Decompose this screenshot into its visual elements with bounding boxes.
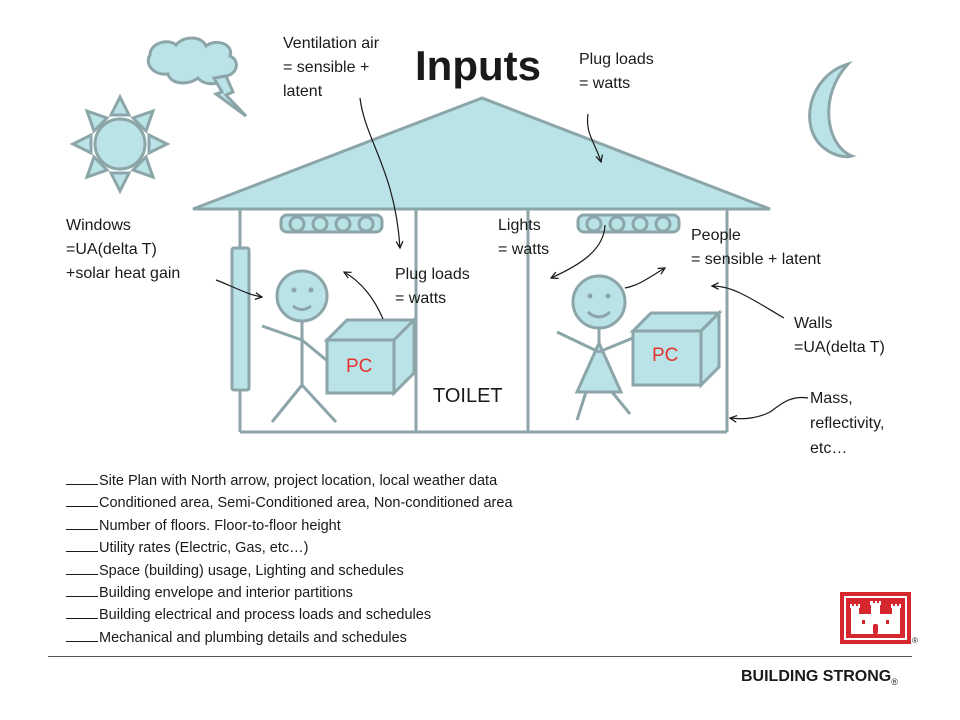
checklist-item: Space (building) usage, Lighting and sch…	[66, 560, 513, 582]
brand-registered-mark: ®	[891, 677, 898, 688]
pc-right-label: PC	[652, 345, 679, 366]
slide-title: Inputs	[415, 42, 541, 89]
light-fixture-left	[279, 213, 384, 234]
castle-logo-icon	[840, 592, 911, 644]
checklist-blank[interactable]	[66, 492, 98, 508]
pc-left-label: PC	[346, 356, 373, 377]
window	[230, 246, 251, 392]
label-plug-loads-top: Plug loads = watts	[579, 51, 654, 92]
pc-right-box	[629, 309, 723, 389]
annotation-arrows	[215, 97, 809, 419]
checklist-blank[interactable]	[66, 537, 98, 553]
checklist-blank[interactable]	[66, 604, 98, 620]
label-people: People = sensible + latent	[691, 227, 821, 268]
pc-left-box	[323, 316, 418, 397]
footer-divider	[48, 656, 912, 657]
checklist-blank[interactable]	[66, 560, 98, 575]
cloud-lightning-icon	[146, 36, 248, 118]
checklist-blank[interactable]	[66, 627, 98, 642]
light-fixture-right	[576, 213, 681, 234]
logo-registered-mark: ®	[912, 636, 918, 645]
footer-brand: BUILDING STRONG®	[741, 668, 898, 688]
label-ventilation-air: Ventilation air = sensible + latent	[283, 35, 380, 100]
label-walls: Walls =UA(delta T)	[794, 315, 885, 356]
checklist-item: Site Plan with North arrow, project loca…	[66, 470, 513, 492]
checklist-item: Building electrical and process loads an…	[66, 604, 513, 626]
roof	[192, 96, 771, 211]
house-walls	[238, 209, 729, 434]
checklist-item: Conditioned area, Semi-Conditioned area,…	[66, 492, 513, 514]
label-plug-loads-mid: Plug loads = watts	[395, 266, 470, 307]
sun-icon	[69, 93, 171, 195]
input-checklist: Site Plan with North arrow, project loca…	[66, 470, 513, 649]
label-mass: Mass, reflectivity, etc…	[810, 390, 885, 457]
moon-icon	[808, 60, 857, 159]
person-left-icon	[261, 269, 338, 424]
checklist-item: Mechanical and plumbing details and sche…	[66, 627, 513, 649]
checklist-blank[interactable]	[66, 470, 98, 485]
checklist-item: Number of floors. Floor-to-floor height	[66, 515, 513, 537]
checklist-blank[interactable]	[66, 582, 98, 598]
person-right-icon	[556, 274, 641, 421]
label-windows: Windows =UA(delta T) +solar heat gain	[66, 217, 181, 282]
checklist-blank[interactable]	[66, 515, 98, 530]
checklist-item: Building envelope and interior partition…	[66, 582, 513, 604]
toilet-label: TOILET	[433, 385, 503, 407]
checklist-item: Utility rates (Electric, Gas, etc…)	[66, 537, 513, 559]
label-lights: Lights = watts	[498, 217, 550, 258]
